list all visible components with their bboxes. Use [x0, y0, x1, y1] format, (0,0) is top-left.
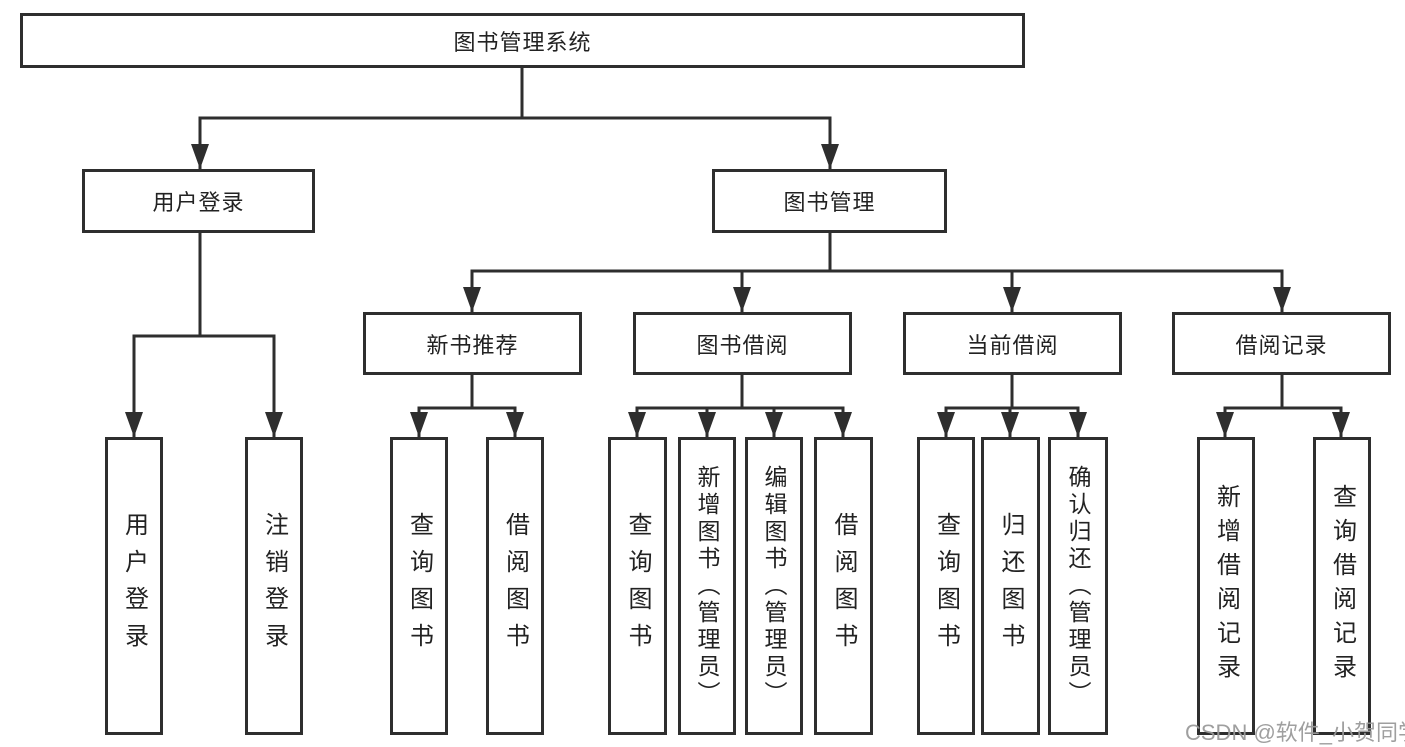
leaf-query-books-borrowing: 查询图书 [608, 437, 667, 735]
csdn-watermark: CSDN @软件_小贺同学 [1185, 720, 1405, 745]
leaf-logout-label: 注销登录 [260, 512, 288, 660]
node-book-borrowing: 图书借阅 [633, 312, 852, 375]
leaf-borrow-books: 借阅图书 [814, 437, 873, 735]
leaf-query-books-recommend: 查询图书 [390, 437, 448, 735]
leaf-add-borrow-record-label: 新增借阅记录 [1212, 484, 1240, 688]
leaf-return-books: 归还图书 [981, 437, 1040, 735]
leaf-add-books-admin: 新增图书（管理员） [678, 437, 736, 735]
leaf-borrow-books-recommend: 借阅图书 [486, 437, 544, 735]
node-book-management: 图书管理 [712, 169, 947, 233]
leaf-edit-books-admin-label: 编辑图书（管理员） [761, 464, 787, 708]
leaf-borrow-books-label: 借阅图书 [830, 512, 857, 660]
leaf-query-books-current-label: 查询图书 [932, 512, 960, 660]
leaf-user-login-label: 用户登录 [120, 512, 148, 660]
node-current-borrowing: 当前借阅 [903, 312, 1122, 375]
leaf-query-borrow-record: 查询借阅记录 [1313, 437, 1371, 735]
node-library-management-system: 图书管理系统 [20, 13, 1025, 68]
node-new-book-recommendation: 新书推荐 [363, 312, 582, 375]
leaf-user-login: 用户登录 [105, 437, 163, 735]
node-borrowing-records: 借阅记录 [1172, 312, 1391, 375]
leaf-confirm-return-admin: 确认归还（管理员） [1048, 437, 1108, 735]
leaf-logout: 注销登录 [245, 437, 303, 735]
leaf-query-books-recommend-label: 查询图书 [405, 512, 433, 660]
leaf-borrow-books-recommend-label: 借阅图书 [501, 512, 529, 660]
leaf-edit-books-admin: 编辑图书（管理员） [745, 437, 803, 735]
leaf-query-books-current: 查询图书 [917, 437, 975, 735]
leaf-query-books-borrowing-label: 查询图书 [624, 512, 651, 660]
leaf-add-borrow-record: 新增借阅记录 [1197, 437, 1255, 735]
leaf-return-books-label: 归还图书 [997, 512, 1024, 660]
leaf-confirm-return-admin-label: 确认归还（管理员） [1065, 464, 1091, 708]
node-user-login-group: 用户登录 [82, 169, 315, 233]
leaf-query-borrow-record-label: 查询借阅记录 [1328, 484, 1356, 688]
leaf-add-books-admin-label: 新增图书（管理员） [694, 464, 720, 708]
